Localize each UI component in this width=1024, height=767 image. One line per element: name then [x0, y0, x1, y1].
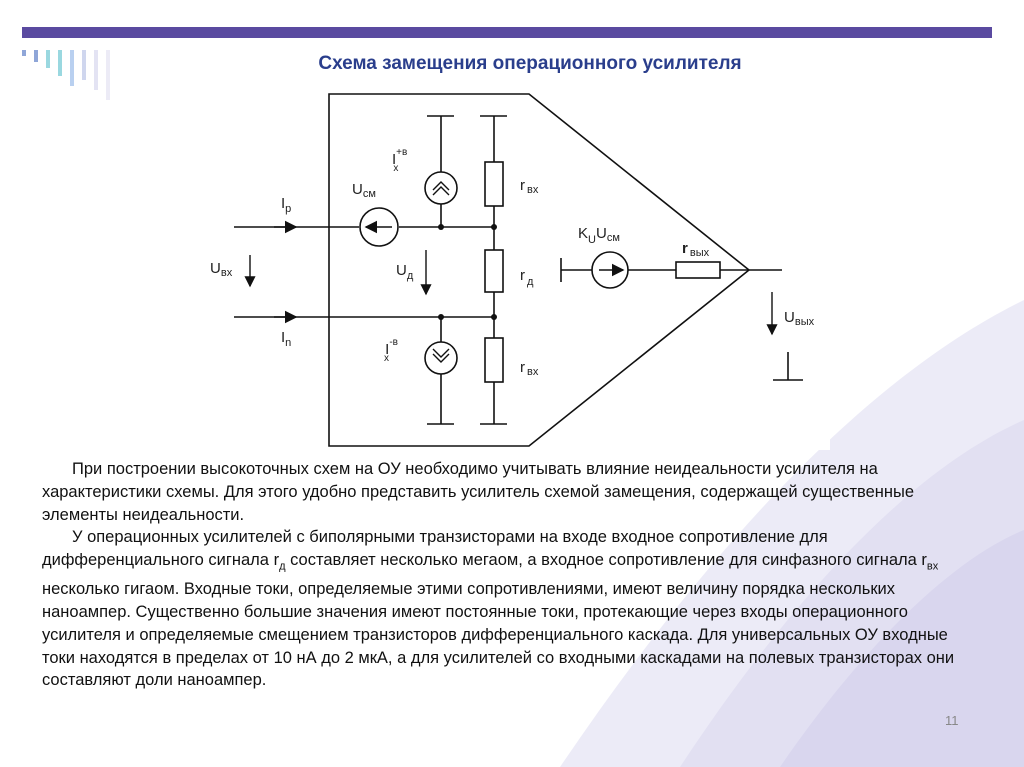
circuit-wires [234, 93, 803, 447]
top-accent-bar [22, 27, 992, 38]
label-in: In [281, 329, 291, 349]
label-ucm: Uсм [352, 181, 376, 200]
label-ku-ucm: KUUсм [578, 225, 620, 246]
paragraph-1: При построении высокоточных схем на ОУ н… [42, 460, 915, 524]
voltage-arrows [244, 250, 778, 336]
decorative-bars [22, 50, 110, 100]
body-text: При построении высокоточных схем на ОУ н… [42, 458, 982, 692]
label-uvyx: Uвых [784, 309, 815, 328]
paragraph-2: У операционных усилителей с биполярными … [42, 528, 955, 690]
current-arrows [274, 220, 625, 324]
slide-title: Схема замещения операционного усилителя [318, 53, 742, 74]
junction-dots [438, 224, 497, 320]
label-uvx: Uвх [210, 260, 233, 279]
page-number: 11 [945, 713, 959, 728]
source-chevrons [432, 181, 450, 363]
label-ip: Ip [281, 195, 291, 215]
label-ud: Uд [396, 262, 414, 282]
